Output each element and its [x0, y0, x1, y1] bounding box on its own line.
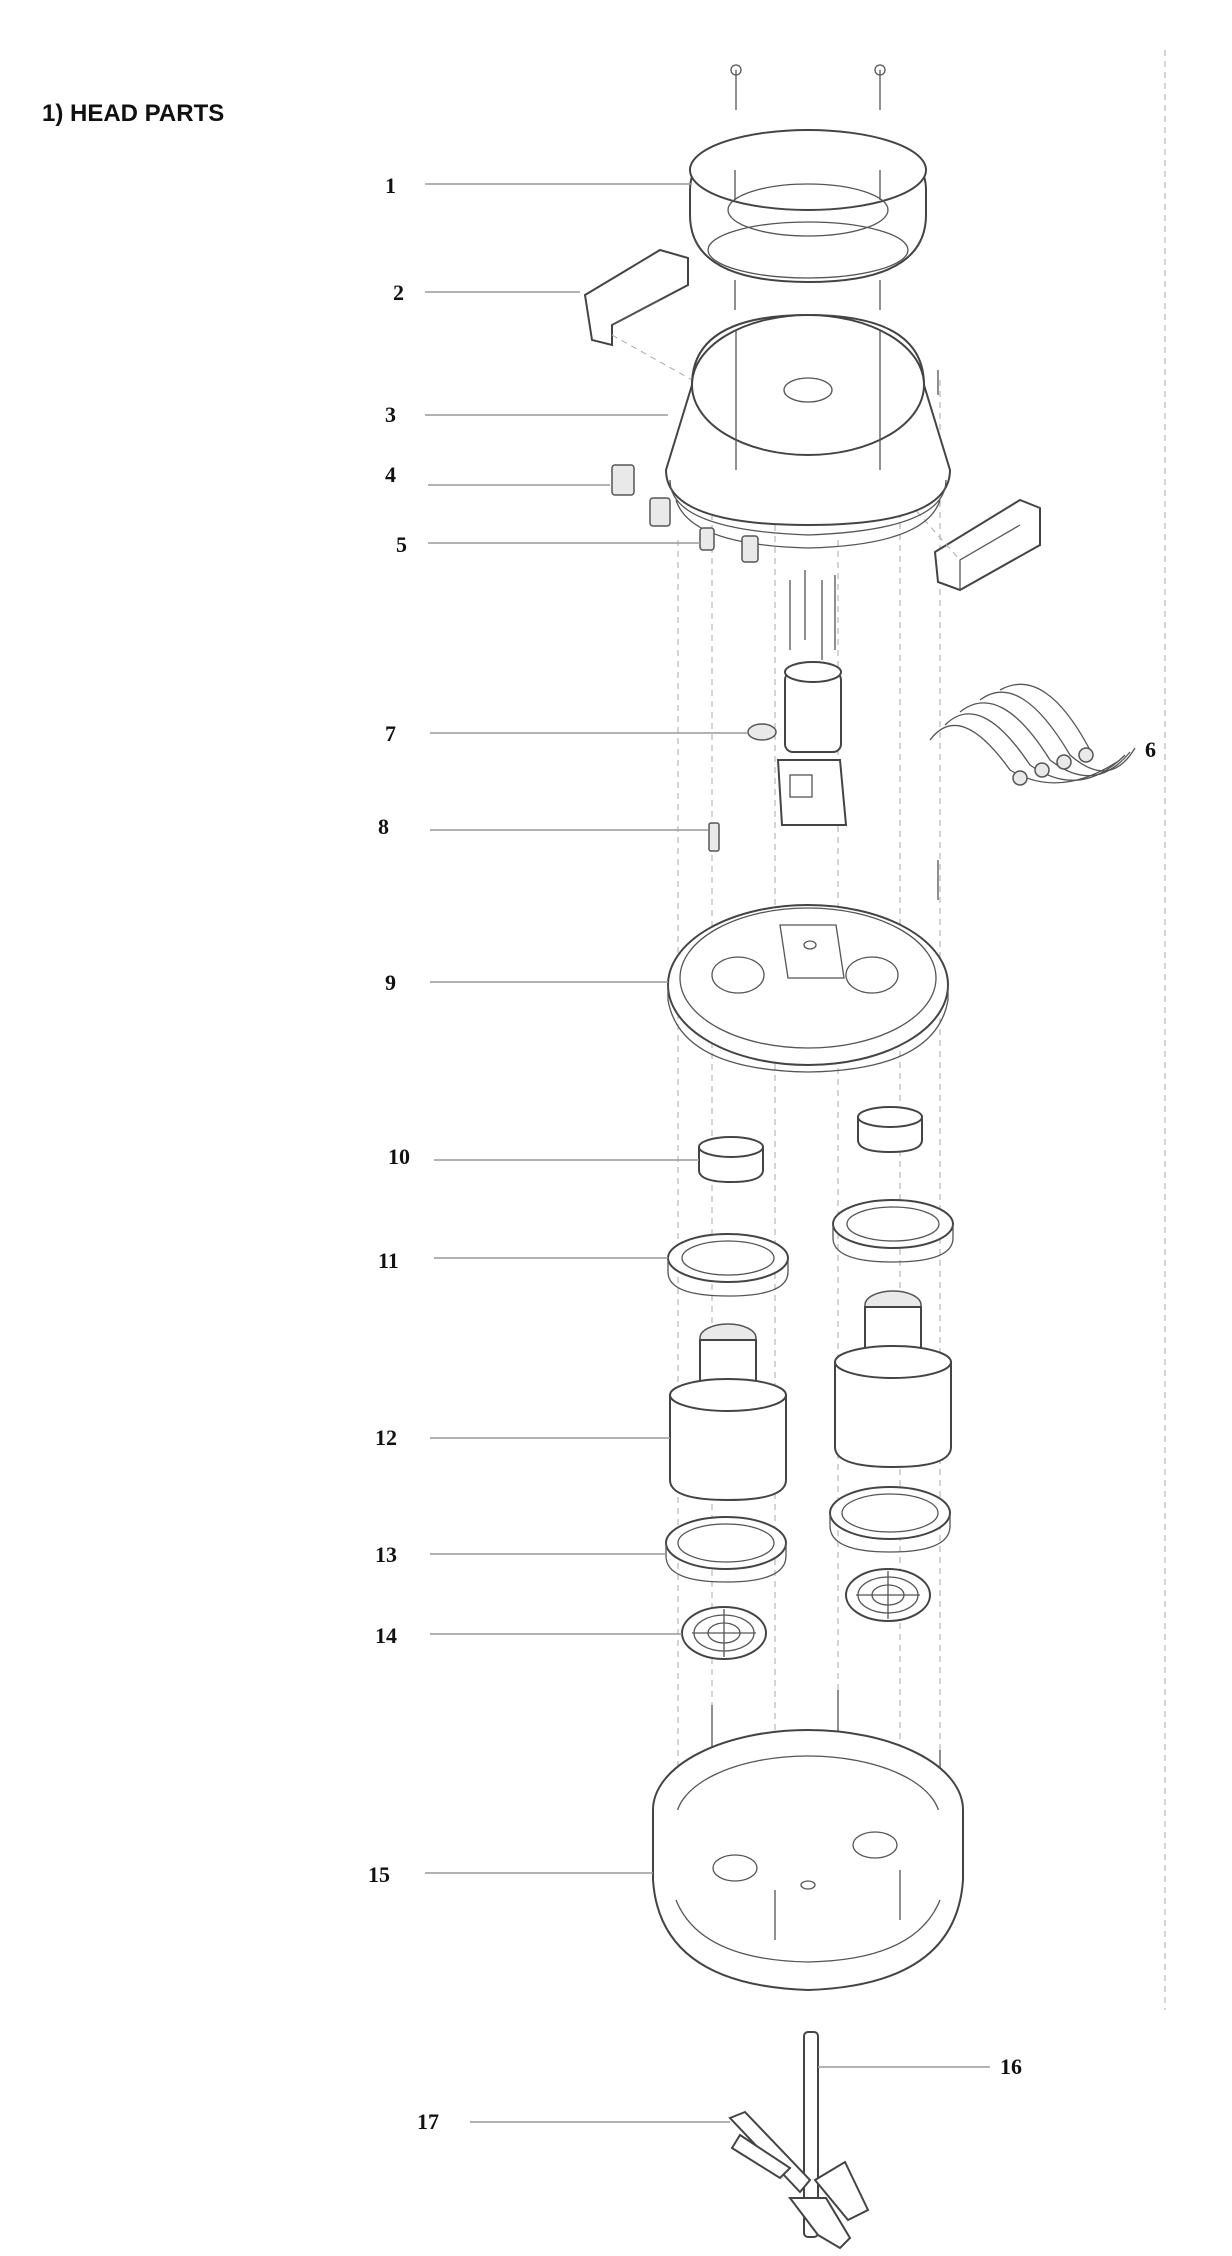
assembly-guides [677, 50, 1166, 2010]
part-12-motor [669, 1290, 952, 1502]
page-title: 1) HEAD PARTS [42, 100, 225, 127]
part-10-ring [698, 1106, 923, 1184]
part-16-shaft [803, 2031, 819, 2238]
part-9-mounting-plate [667, 904, 949, 1073]
part-5-indicator [699, 527, 759, 563]
callout-5: 5 [396, 532, 407, 557]
callout-12: 12 [375, 1425, 397, 1450]
callout-17: 17 [417, 2109, 439, 2134]
callout-6: 6 [1145, 737, 1156, 762]
part-6-wire-harness [929, 683, 1136, 786]
callout-1: 1 [385, 173, 396, 198]
part-17-agitator-blade [728, 2110, 870, 2250]
part-3-head-housing [664, 313, 952, 549]
callout-14: 14 [375, 1623, 397, 1648]
callout-7: 7 [385, 721, 396, 746]
part-4-switch [611, 464, 671, 527]
part-8-screw [708, 822, 939, 900]
part-15-base-housing [652, 1690, 964, 1992]
callout-16: 16 [1000, 2054, 1022, 2079]
callout-8: 8 [378, 814, 389, 839]
part-11-gasket [667, 1199, 954, 1297]
leader-lines [425, 183, 990, 2123]
callout-4: 4 [385, 462, 396, 487]
callout-2: 2 [393, 280, 404, 305]
part-7-pump-assembly [747, 570, 848, 826]
callout-11: 11 [378, 1248, 399, 1273]
callout-15: 15 [368, 1862, 390, 1887]
callout-9: 9 [385, 970, 396, 995]
callout-13: 13 [375, 1542, 397, 1567]
part-14-grill [681, 1568, 931, 1660]
part-1-top-cover [689, 64, 927, 310]
callout-3: 3 [385, 402, 396, 427]
callout-10: 10 [388, 1144, 410, 1169]
callout-labels: 1 2 3 4 5 6 7 8 9 10 11 12 13 14 15 16 1… [368, 173, 1156, 2134]
part-13-seal-ring [665, 1486, 951, 1583]
